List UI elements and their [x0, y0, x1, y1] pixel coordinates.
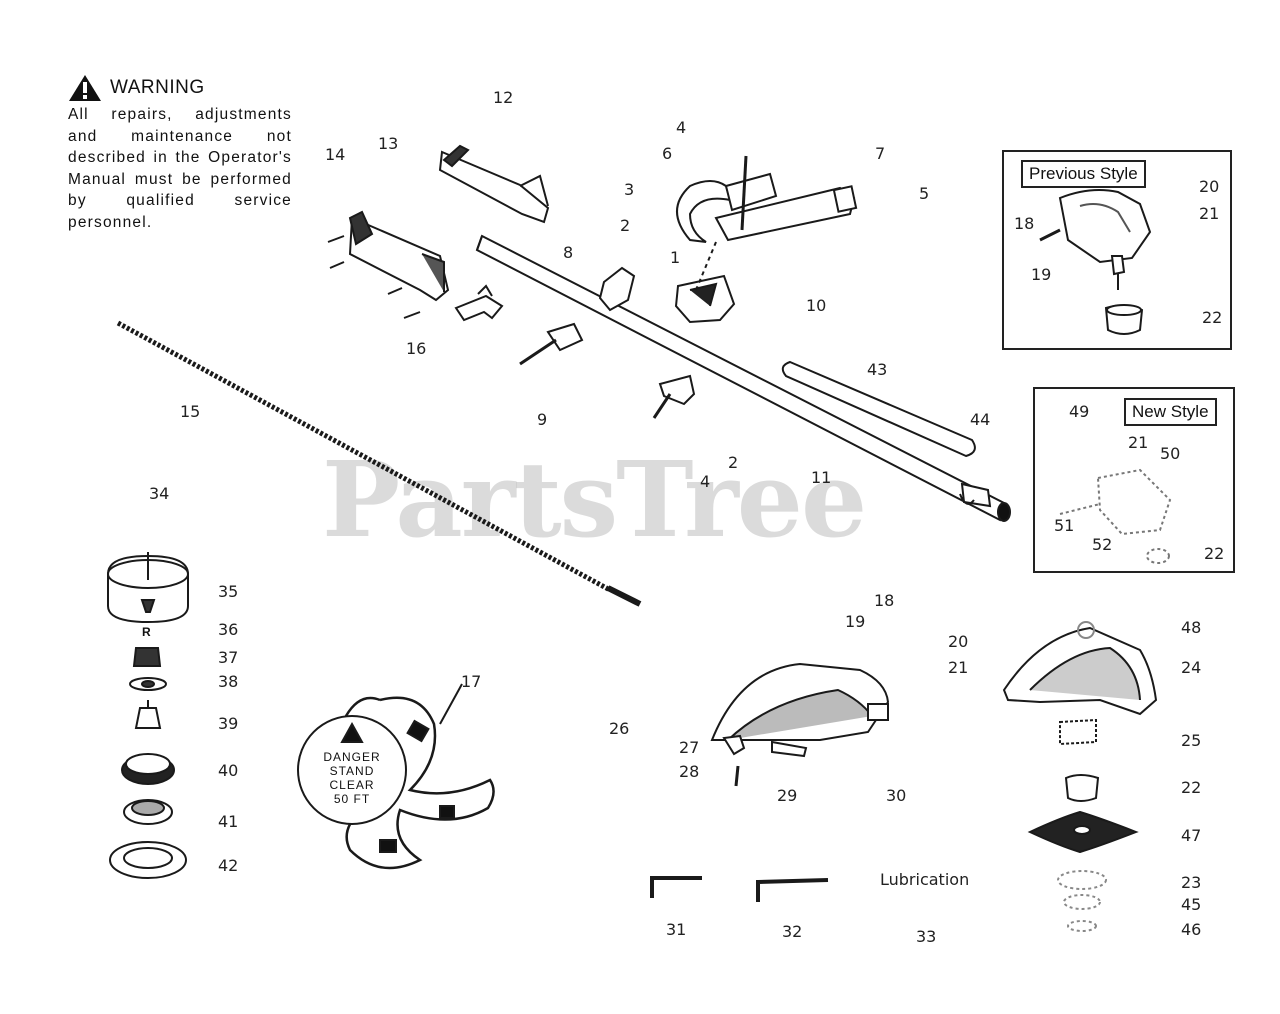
part-label: 20 — [1199, 177, 1220, 196]
danger-decal: DANGER STAND CLEAR 50 FT — [312, 750, 392, 806]
part-label: 42 — [218, 856, 239, 875]
part-label: 18 — [1014, 214, 1035, 233]
part-label: 47 — [1181, 826, 1202, 845]
part-label: 50 — [1160, 444, 1181, 463]
decal-line-3: CLEAR — [329, 778, 375, 792]
part-label: 30 — [886, 786, 907, 805]
lubrication-label: Lubrication — [880, 870, 970, 889]
warning-text: All repairs, adjustments and maintenance… — [68, 106, 292, 231]
part-label: 28 — [679, 762, 700, 781]
part-label: 45 — [1181, 895, 1202, 914]
part-label: 22 — [1181, 778, 1202, 797]
part-label: 36 — [218, 620, 239, 639]
guard-strip — [781, 360, 976, 458]
shoulder-harness — [297, 683, 495, 870]
part-label: 22 — [1202, 308, 1223, 327]
handle-clamp — [674, 241, 736, 324]
warning-triangle-icon — [69, 75, 101, 101]
part-label: 4 — [676, 118, 687, 137]
part-label: 23 — [1181, 873, 1202, 892]
part-label: 10 — [806, 296, 827, 315]
part-label: 9 — [537, 410, 548, 429]
part-label: 49 — [1069, 402, 1090, 421]
part-label: 12 — [493, 88, 514, 107]
part-label: 19 — [1031, 265, 1052, 284]
part-label: 21 — [1199, 204, 1220, 223]
part-label: 16 — [406, 339, 427, 358]
part-label: 22 — [1204, 544, 1225, 563]
part-label: 2 — [728, 453, 739, 472]
part-label: 32 — [782, 922, 803, 941]
part-label: 27 — [679, 738, 700, 757]
part-label: 37 — [218, 648, 239, 667]
tube-coupler — [959, 482, 992, 508]
part-label: 7 — [875, 144, 886, 163]
part-label: 14 — [325, 145, 346, 164]
part-label: 33 — [916, 927, 937, 946]
bracket-assembly — [519, 266, 696, 419]
part-label: 52 — [1092, 535, 1113, 554]
part-label: 38 — [218, 672, 239, 691]
part-label: 41 — [218, 812, 239, 831]
part-label: 21 — [1128, 433, 1149, 452]
decal-line-4: 50 FT — [333, 792, 371, 806]
warning-block: WARNING All repairs, adjustments and mai… — [68, 74, 292, 233]
decal-line-2: STAND — [329, 764, 375, 778]
trimmer-head-stack: R — [107, 552, 189, 879]
part-label: 19 — [845, 612, 866, 631]
part-label: 11 — [811, 468, 832, 487]
svg-text:R: R — [142, 625, 151, 639]
loop-handle — [676, 155, 858, 243]
new-style-title: New Style — [1124, 398, 1217, 426]
new-guard-assembly — [1002, 621, 1158, 932]
part-label: 39 — [218, 714, 239, 733]
handle-part-13 — [327, 210, 450, 319]
part-label: 5 — [919, 184, 930, 203]
part-label: 20 — [948, 632, 969, 651]
part-label: 17 — [461, 672, 482, 691]
part-label: 8 — [563, 243, 574, 262]
part-label: 18 — [874, 591, 895, 610]
watermark: PartsTree — [322, 438, 867, 561]
part-label: 6 — [662, 144, 673, 163]
new-style-box: New Style — [1033, 387, 1235, 573]
trimmer-guard — [710, 662, 890, 787]
part-label: 46 — [1181, 920, 1202, 939]
part-label: 24 — [1181, 658, 1202, 677]
part-label: 51 — [1054, 516, 1075, 535]
tools — [650, 876, 829, 902]
warning-heading: WARNING — [68, 74, 292, 102]
part-label: 1 — [670, 248, 681, 267]
part-label: 26 — [609, 719, 630, 738]
part-label: 21 — [948, 658, 969, 677]
part-label: 15 — [180, 402, 201, 421]
part-label: 43 — [867, 360, 888, 379]
part-label: 44 — [970, 410, 991, 429]
previous-style-title: Previous Style — [1021, 160, 1146, 188]
clip-16 — [454, 284, 504, 322]
handle-part-12 — [438, 144, 550, 224]
part-label: 35 — [218, 582, 239, 601]
part-label: 3 — [624, 180, 635, 199]
part-label: 4 — [700, 472, 711, 491]
warning-title: WARNING — [110, 77, 205, 98]
part-label: 25 — [1181, 731, 1202, 750]
part-label: 13 — [378, 134, 399, 153]
decal-line-1: DANGER — [323, 750, 381, 764]
part-label: 29 — [777, 786, 798, 805]
part-label: 48 — [1181, 618, 1202, 637]
part-label: 34 — [149, 484, 170, 503]
part-label: 31 — [666, 920, 687, 939]
part-label: 40 — [218, 761, 239, 780]
flex-shaft — [116, 320, 642, 607]
part-label: 2 — [620, 216, 631, 235]
